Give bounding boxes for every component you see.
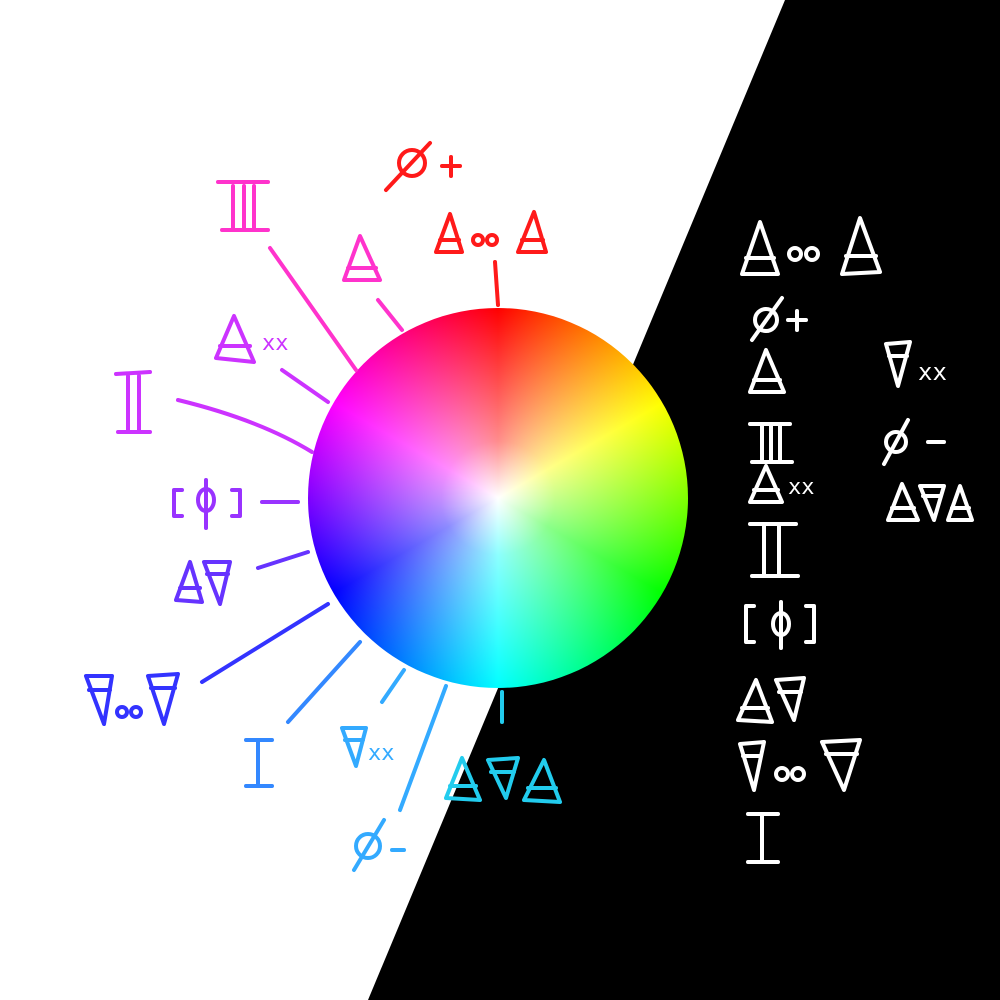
xx-text: xx: [788, 475, 815, 500]
inverted-triangle-glyph: [486, 756, 520, 800]
legend-inverted-pair: [738, 738, 862, 792]
inverted-triangle-glyph: [202, 560, 232, 606]
legend-triangle-pair: [740, 216, 882, 276]
inverted-triangle-glyph: [820, 738, 862, 792]
legend-triangle-inverted: [736, 676, 806, 724]
legend-single-bar: [746, 812, 780, 864]
leader-line-violet2: [176, 398, 314, 454]
color-wheel: [308, 308, 688, 688]
inverted-triangle-glyph: [774, 676, 806, 722]
glyph-bracket-phi-purple: [172, 478, 300, 530]
bracket-right: [804, 604, 816, 644]
phi-circle: [753, 307, 779, 333]
glyph-triangle-inverted-indigo: [174, 550, 310, 606]
double-bar-glyph: [748, 522, 800, 578]
glyph-inverted-xx-sky: xx: [340, 668, 406, 768]
glyph-triple-bar-magenta: [216, 180, 358, 372]
triangle-glyph: [516, 210, 548, 254]
ring-glyph: [787, 246, 803, 262]
triple-bar-glyph: [748, 422, 794, 464]
glyph-legend-white: xx xx: [736, 216, 974, 864]
glyph-triangle-triple-cyan: [444, 690, 562, 804]
ring-glyph: [790, 766, 806, 782]
ring-glyph: [129, 705, 143, 719]
triangle-glyph: [444, 756, 482, 802]
legend-bracket-phi: [744, 600, 816, 650]
triangle-glyph: [736, 678, 774, 724]
leader-line-violet: [280, 368, 330, 404]
glyph-double-bar-violet: [114, 370, 314, 454]
phi-circle: [884, 430, 908, 454]
glyph-phi-plus-red: [384, 141, 462, 192]
triangle-glyph: [342, 234, 382, 282]
phi-stroke: [352, 818, 386, 872]
leader-line-magenta2: [268, 246, 358, 372]
ring-glyph: [471, 233, 485, 247]
inverted-triangle-glyph: [84, 674, 114, 726]
triangle-glyph: [886, 482, 920, 522]
legend-triple-bar: [748, 422, 794, 464]
leader-line-azure: [286, 640, 362, 724]
ring-glyph: [774, 766, 790, 782]
ring-glyph: [485, 233, 499, 247]
phi-stroke: [882, 418, 910, 466]
leader-line-sky2: [398, 684, 448, 812]
leader-line-magenta: [376, 298, 404, 332]
inverted-triangle-glyph: [884, 340, 912, 388]
legend-triangle-xx: xx: [748, 464, 815, 504]
glyph-triangle-magenta: [342, 234, 404, 332]
single-bar-glyph: [746, 812, 780, 864]
legend-triangle: [748, 348, 786, 394]
legend-triangle-triple: [886, 482, 974, 522]
phi-stroke: [384, 141, 432, 192]
glyph-single-bar-azure: [244, 640, 362, 788]
triangle-glyph: [840, 216, 882, 276]
glyph-triangle-xx-violet: xx: [214, 314, 330, 404]
bracket-left: [744, 604, 756, 644]
triangle-glyph: [748, 464, 784, 504]
inverted-triangle-glyph: [918, 484, 946, 522]
triangle-glyph: [522, 758, 562, 804]
phi-circle: [397, 148, 427, 178]
xx-text: xx: [368, 741, 395, 766]
legend-phi-plus: [750, 296, 808, 342]
triangle-glyph: [740, 220, 780, 276]
legend-inverted-xx: xx: [884, 340, 947, 388]
bracket-right: [230, 488, 242, 518]
triple-bar-glyph: [216, 180, 270, 232]
bracket-left: [172, 488, 184, 518]
double-bar-glyph: [114, 370, 152, 434]
leader-line-red: [493, 260, 500, 307]
legend-phi-minus: [882, 418, 946, 466]
triangle-glyph: [434, 212, 464, 254]
leader-line-sky: [380, 668, 406, 704]
triangle-glyph: [946, 484, 974, 522]
phi-circle: [354, 832, 382, 860]
xx-text: xx: [262, 331, 289, 356]
inverted-triangle-glyph: [146, 672, 180, 726]
xx-text: xx: [918, 358, 947, 386]
ring-glyph: [804, 246, 820, 262]
phi-stroke: [750, 296, 784, 342]
glyph-phi-minus-sky: [352, 684, 448, 872]
glyph-triangle-pair-red: [434, 210, 548, 307]
inverted-triangle-glyph: [340, 726, 368, 768]
glyph-inverted-pair-blue: [84, 602, 330, 726]
leader-line-indigo: [256, 550, 310, 570]
legend-double-bar: [748, 522, 800, 578]
leader-line-blue: [200, 602, 330, 684]
inverted-triangle-glyph: [738, 740, 766, 792]
triangle-glyph: [214, 314, 256, 364]
triangle-glyph: [174, 560, 204, 604]
single-bar-glyph: [244, 738, 274, 788]
ring-glyph: [115, 705, 129, 719]
triangle-glyph: [748, 348, 786, 394]
